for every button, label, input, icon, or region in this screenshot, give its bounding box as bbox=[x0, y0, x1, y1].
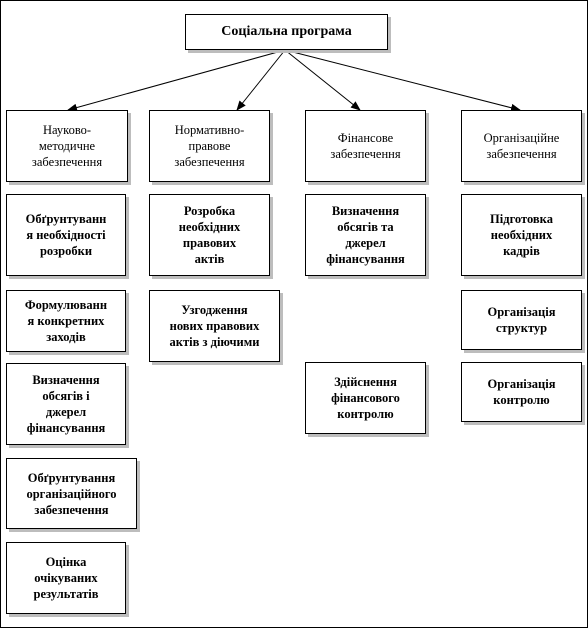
header-organizational: Організаційне забезпечення bbox=[461, 110, 582, 182]
node-formulate-measures: Формулюванн я конкретних заходів bbox=[6, 290, 126, 352]
node-define-funding-sources: Визначення обсягів та джерел фінансуванн… bbox=[305, 194, 426, 276]
arrow-to-legal bbox=[236, 49, 286, 111]
node-justify-development: Обґрунтуванн я необхідності розробки bbox=[6, 194, 126, 276]
node-organize-control: Організація контролю bbox=[461, 362, 582, 422]
node-align-legal-acts: Узгодження нових правових актів з діючим… bbox=[149, 290, 280, 362]
node-justify-organization: Обґрунтування організаційного забезпечен… bbox=[6, 458, 137, 529]
node-financial-control: Здійснення фінансового контролю bbox=[305, 362, 426, 434]
arrow-to-financial bbox=[284, 49, 361, 111]
arrow-to-organizational bbox=[284, 49, 521, 112]
header-scientific-methodical: Науково- методичне забезпечення bbox=[6, 110, 128, 182]
node-define-funding: Визначення обсягів і джерел фінансування bbox=[6, 363, 126, 445]
node-train-personnel: Підготовка необхідних кадрів bbox=[461, 194, 582, 276]
node-organize-structures: Організація структур bbox=[461, 290, 582, 350]
header-regulatory-legal: Нормативно- правове забезпечення bbox=[149, 110, 270, 182]
arrow-to-scientific bbox=[67, 49, 286, 112]
header-financial: Фінансове забезпечення bbox=[305, 110, 426, 182]
root-node-social-program: Соціальна програма bbox=[185, 14, 388, 50]
node-evaluate-results: Оцінка очікуваних результатів bbox=[6, 542, 126, 614]
node-develop-legal-acts: Розробка необхідних правових актів bbox=[149, 194, 270, 276]
